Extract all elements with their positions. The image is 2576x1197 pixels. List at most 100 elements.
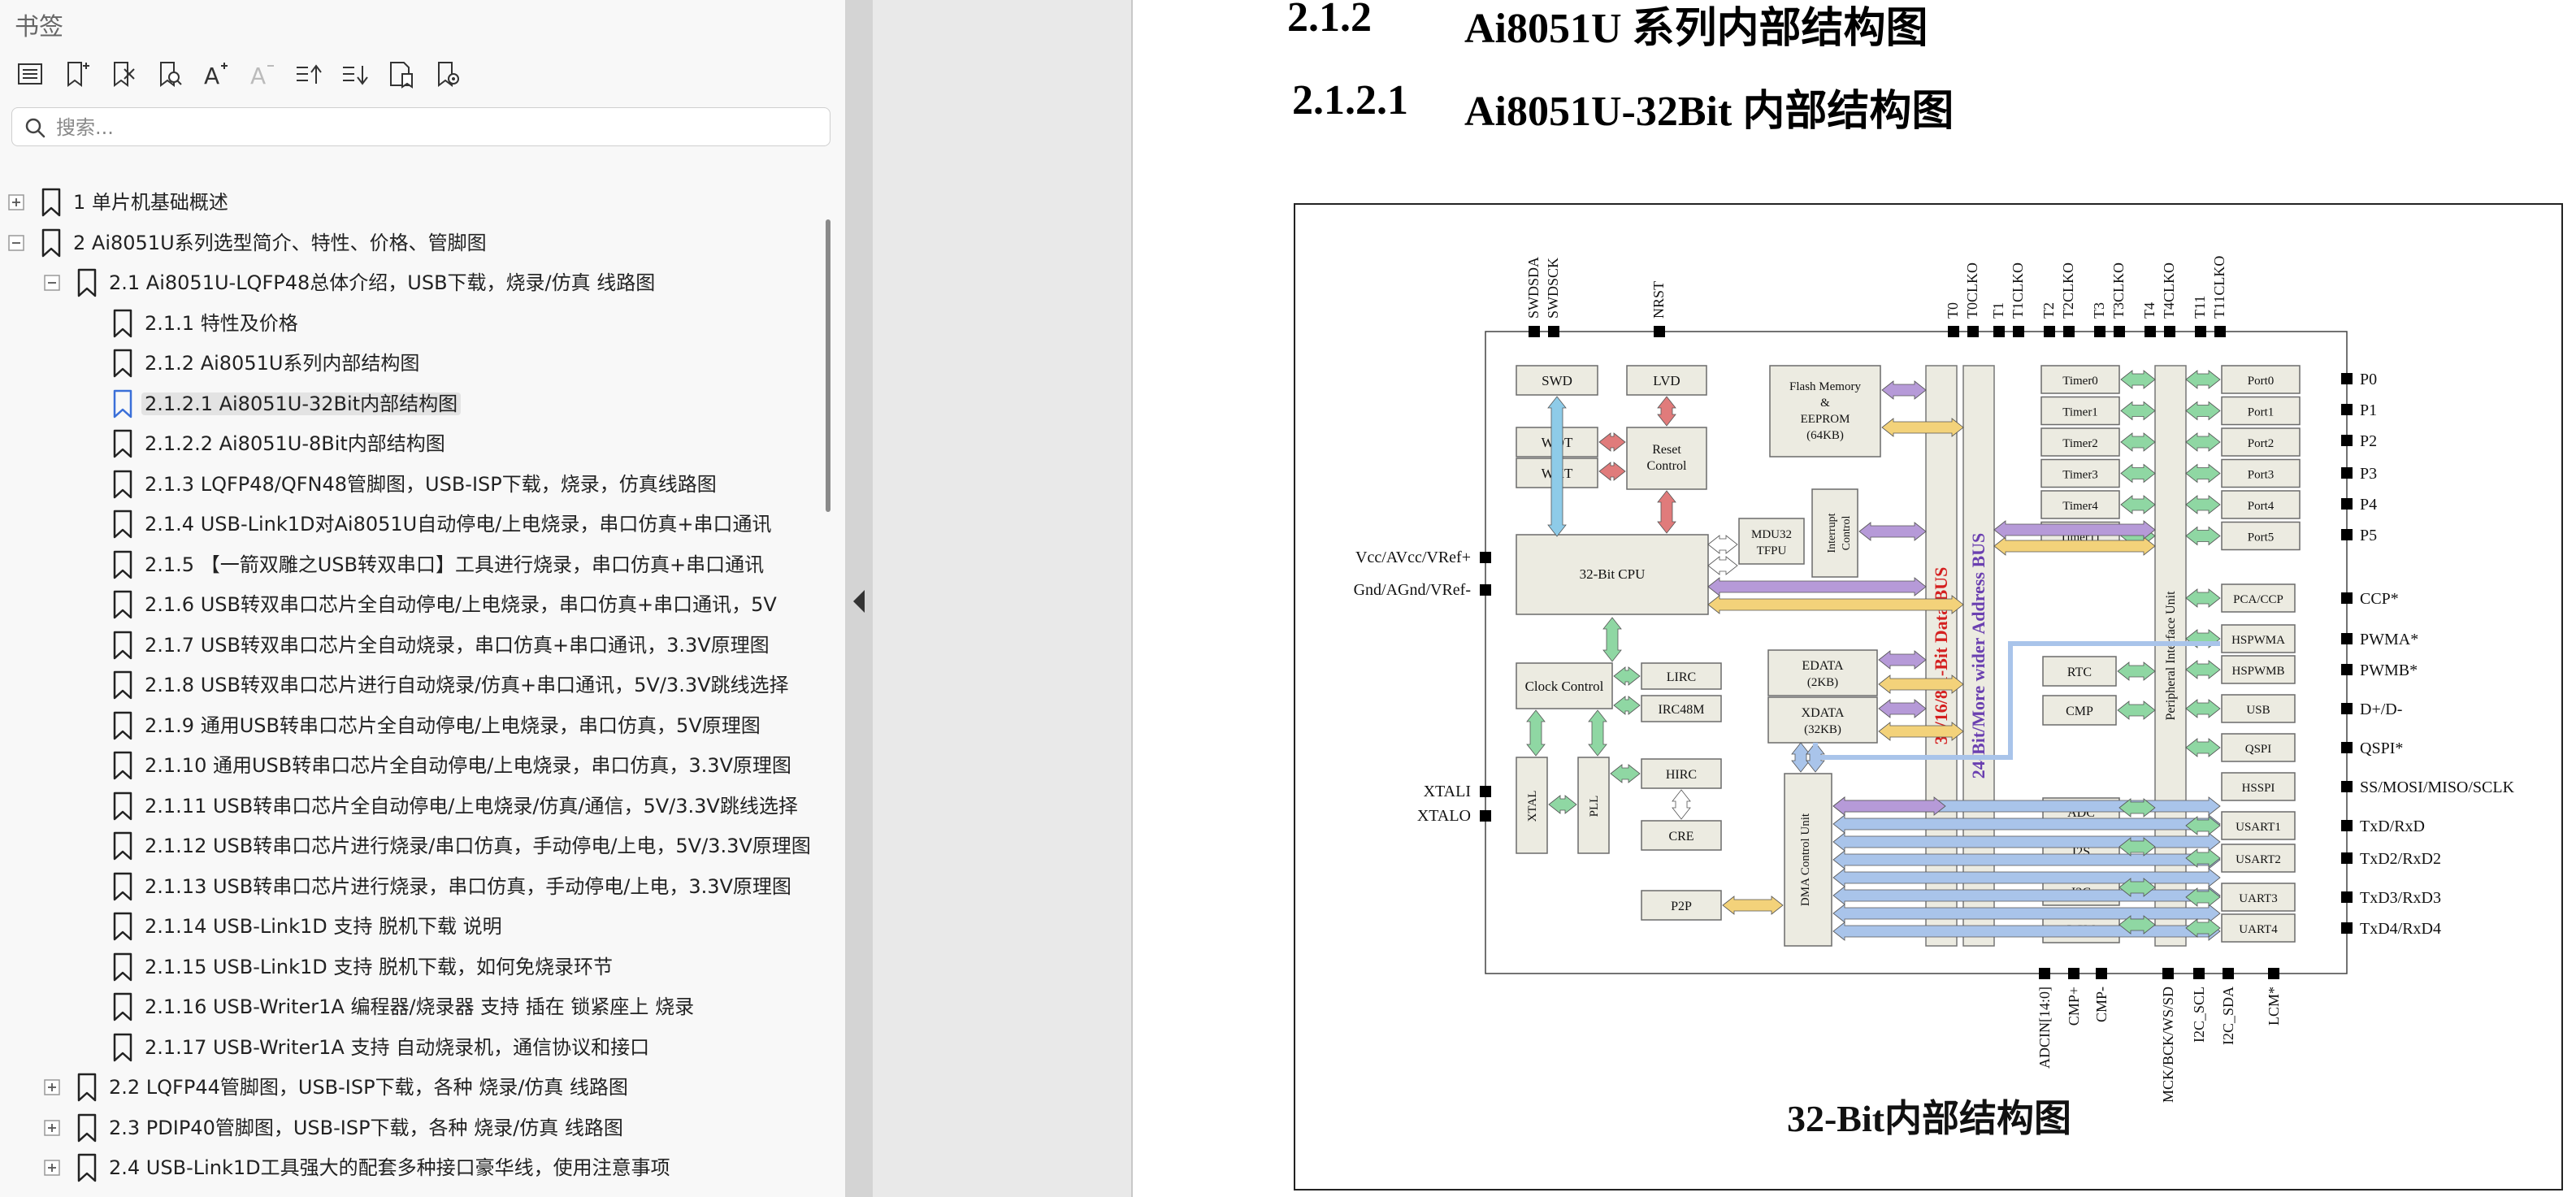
bookmark-item[interactable]: 2.1 Ai8051U-LQFP48总体介绍，USB下载，烧录/仿真 线路图: [0, 263, 813, 302]
pin-marker: [2341, 891, 2353, 903]
bookmark-item[interactable]: 2.1.5 【一箭双雕之USB转双串口】工具进行烧录，串口仿真+串口通讯: [0, 545, 813, 584]
top-pin-label: T3CLKO: [2110, 262, 2127, 319]
search-box[interactable]: [11, 107, 830, 146]
decrease-font-icon: A: [250, 63, 274, 89]
pin-marker: [2094, 326, 2105, 337]
mdu-label: TFPU: [1757, 544, 1787, 557]
right-pin-label: P2: [2360, 432, 2377, 450]
wdt-arrow: [1598, 432, 1626, 452]
pin-marker: [2223, 968, 2234, 979]
cpu-clock-arrow: [1602, 617, 1622, 662]
expand-icon[interactable]: [44, 1079, 60, 1095]
interrupt-label: Control: [1841, 516, 1853, 551]
bookmark-item[interactable]: 2.1.10 通用USB转串口芯片全自动停电/上电烧录，串口仿真，3.3V原理图: [0, 746, 813, 785]
pin-marker: [2341, 781, 2353, 792]
right-pin-label: P3: [2360, 465, 2377, 483]
expand-all-button[interactable]: [291, 57, 325, 91]
bookmark-properties-button[interactable]: [430, 57, 464, 91]
search-input[interactable]: [54, 114, 789, 141]
bookmark-item[interactable]: 2.1.13 USB转串口芯片进行烧录，串口仿真，手动停电/上电，3.3V原理图: [0, 867, 813, 906]
bookmark-doc-button[interactable]: [384, 57, 418, 91]
pll-label: PLL: [1588, 796, 1601, 818]
collapse-icon[interactable]: [8, 234, 24, 251]
bookmark-item[interactable]: 1 单片机基础概述: [0, 183, 813, 222]
top-pin-label: T4: [2141, 302, 2158, 319]
xtal-arrow: [1526, 709, 1546, 757]
bookmark-item[interactable]: 2.1.6 USB转双串口芯片全自动停电/上电烧录，串口仿真+串口通讯，5V: [0, 585, 813, 624]
dma-bus-arrow: [1832, 868, 2221, 887]
peripheral-interface-unit: [2154, 365, 2187, 947]
find-bookmark-button[interactable]: [152, 57, 186, 91]
bookmark-item[interactable]: 2.1.17 USB-Writer1A 支持 自动烧录机，通信协议和接口: [0, 1028, 813, 1067]
cpu-data-arrow: [1707, 577, 1927, 596]
cmp-block: [2042, 695, 2117, 726]
interrupt-label: Interrupt: [1826, 513, 1838, 553]
bookmark-icon: [112, 751, 133, 780]
expand-icon[interactable]: [8, 194, 24, 210]
increase-font-button[interactable]: A: [198, 57, 232, 91]
pin-marker: [2341, 435, 2353, 446]
expand-icon[interactable]: [44, 1119, 60, 1136]
bookmark-item[interactable]: 2.1.2.1 Ai8051U-32Bit内部结构图: [0, 384, 813, 423]
pin-marker: [2341, 633, 2353, 644]
outline-list-button[interactable]: [13, 57, 47, 91]
bookmark-item[interactable]: 2.4 USB-Link1D工具强大的配套多种接口豪华线，使用注意事项: [0, 1148, 813, 1187]
xdata-label: XDATA: [1802, 706, 1845, 720]
add-bookmark-button[interactable]: [59, 57, 93, 91]
port-label: Port1: [2248, 406, 2275, 419]
pin-marker: [2341, 742, 2353, 753]
page-edge: [1131, 0, 1133, 1197]
bookmark-item[interactable]: 2.3 PDIP40管脚图，USB-ISP下载，各种 烧录/仿真 线路图: [0, 1108, 813, 1147]
bookmark-item[interactable]: 2.1.4 USB-Link1D对Ai8051U自动停电/上电烧录，串口仿真+串…: [0, 505, 813, 544]
swd-arrow: [1547, 396, 1567, 537]
bookmark-item[interactable]: 2.1.3 LQFP48/QFN48管脚图，USB-ISP下载，烧录，仿真线路图: [0, 465, 813, 504]
xtal-label: XTAL: [1526, 791, 1539, 822]
bookmark-item[interactable]: 2.1.16 USB-Writer1A 编程器/烧录器 支持 插在 锁紧座上 烧…: [0, 987, 813, 1026]
bookmark-icon: [112, 510, 133, 539]
bookmark-item[interactable]: 2.1.8 USB转双串口芯片进行自动烧录/仿真+串口通讯，5V/3.3V跳线选…: [0, 666, 813, 705]
timer-label: Timer4: [2062, 500, 2098, 513]
pin-marker: [1548, 326, 1559, 337]
collapse-panel-icon[interactable]: [850, 588, 868, 614]
pin-marker: [2341, 820, 2353, 831]
expand-icon[interactable]: [44, 1160, 60, 1176]
collapse-icon[interactable]: [44, 275, 60, 291]
bookmark-icon: [76, 1153, 98, 1182]
swd-block: [1516, 365, 1598, 396]
port-label: Port3: [2248, 469, 2275, 482]
timer-label: Timer1: [2062, 406, 2098, 419]
pin-marker: [1480, 552, 1491, 563]
bookmark-label: 2.1.12 USB转串口芯片进行烧录/串口仿真，手动停电/上电，5V/3.3V…: [145, 835, 811, 857]
bookmark-item[interactable]: 2.1.15 USB-Link1D 支持 脱机下载，如何免烧录环节: [0, 948, 813, 987]
bookmark-item[interactable]: 2.1.2.2 Ai8051U-8Bit内部结构图: [0, 424, 813, 463]
bookmark-item[interactable]: 2.1.11 USB转串口芯片全自动停电/上电烧录/仿真/通信，5V/3.3V跳…: [0, 787, 813, 826]
right-pin-label: QSPI*: [2360, 739, 2403, 757]
port-label: Port5: [2248, 531, 2275, 544]
bookmark-icon: [76, 268, 98, 297]
reset-label: Control: [1647, 459, 1687, 473]
delete-bookmark-button[interactable]: [106, 57, 140, 91]
bookmark-item[interactable]: 2.1.7 USB转双串口芯片全自动烧录，串口仿真+串口通讯，3.3V原理图: [0, 626, 813, 665]
uart3-label: UART3: [2239, 892, 2277, 905]
top-pin-label: SWDSCK: [1545, 258, 1561, 319]
periph-arrow: [2185, 588, 2221, 608]
bottom-pin-label: CMP+: [2066, 987, 2082, 1026]
top-pin-label: T1CLKO: [2010, 262, 2026, 319]
collapse-all-button[interactable]: [337, 57, 371, 91]
bookmark-item[interactable]: 2.1.1 特性及价格: [0, 304, 813, 343]
bookmark-item[interactable]: 2.1.14 USB-Link1D 支持 脱机下载 说明: [0, 907, 813, 946]
tree-scrollbar-thumb[interactable]: [826, 219, 830, 512]
uart3-block: [2221, 883, 2296, 912]
bookmark-item[interactable]: 2.2 LQFP44管脚图，USB-ISP下载，各种 烧录/仿真 线路图: [0, 1068, 813, 1107]
adc-arrow: [2118, 798, 2156, 818]
left-pin-label: XTALI: [1424, 783, 1471, 800]
bookmark-item[interactable]: 2.1.2 Ai8051U系列内部结构图: [0, 344, 813, 383]
bookmark-item[interactable]: 2.1.12 USB转串口芯片进行烧录/串口仿真，手动停电/上电，5V/3.3V…: [0, 826, 813, 865]
pin-marker: [2144, 326, 2156, 337]
bookmark-item[interactable]: 2.1.9 通用USB转串口芯片全自动停电/上电烧录，串口仿真，5V原理图: [0, 706, 813, 745]
p2p-arrow: [1722, 896, 1784, 915]
decrease-font-button[interactable]: A: [245, 57, 279, 91]
bookmark-item[interactable]: 2 Ai8051U系列选型简介、特性、价格、管脚图: [0, 223, 813, 262]
bookmark-icon: [112, 470, 133, 499]
